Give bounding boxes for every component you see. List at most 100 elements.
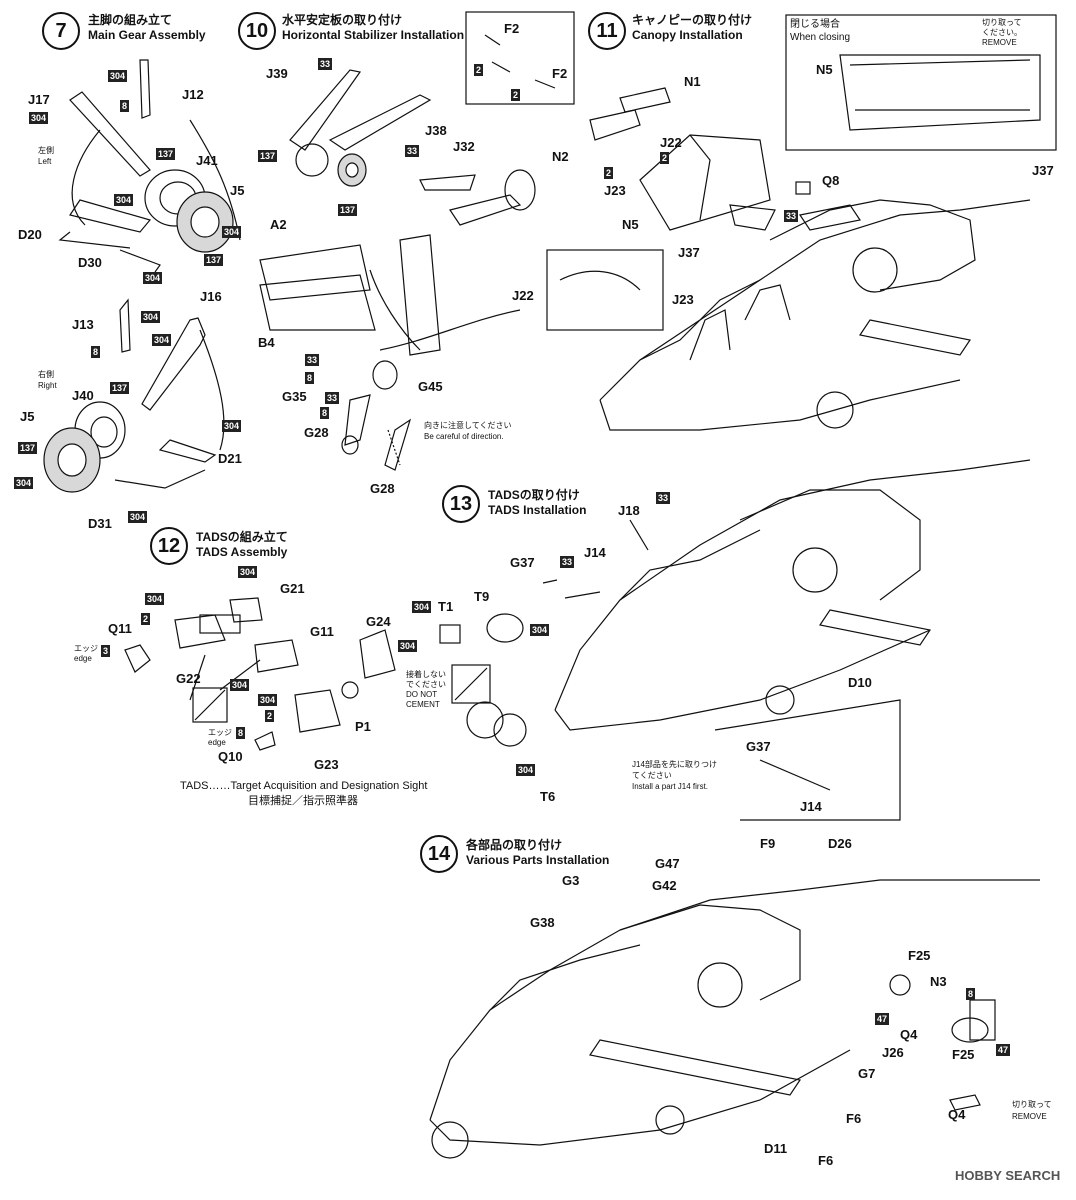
paint-tag: 47 bbox=[996, 1044, 1011, 1056]
closing-note-en: When closing bbox=[790, 32, 851, 43]
part-label: J22 bbox=[660, 135, 682, 150]
no-cement-note-en-1: DO NOT bbox=[406, 690, 438, 699]
part-label: P1 bbox=[355, 719, 371, 734]
part-label: D10 bbox=[848, 675, 872, 690]
step-7-title-ja: 主脚の組み立て bbox=[88, 13, 173, 27]
part-label: D21 bbox=[218, 451, 242, 466]
part-label: G38 bbox=[530, 915, 555, 930]
edge-note-en: edge bbox=[74, 654, 92, 663]
paint-tag: 304 bbox=[29, 112, 49, 124]
paint-tag: 304 bbox=[114, 194, 134, 206]
step-11-title-en: Canopy Installation bbox=[632, 28, 743, 42]
part-label: F2 bbox=[504, 21, 520, 36]
j14-note-ja-1: J14部品を先に取りつけ bbox=[632, 760, 717, 769]
main-gear-right-art bbox=[43, 298, 225, 493]
part-label: G28 bbox=[370, 481, 395, 496]
paint-tag: 304 bbox=[143, 272, 163, 284]
step-7-number: 7 bbox=[42, 12, 80, 50]
step-14-title-ja: 各部品の取り付け bbox=[466, 838, 563, 852]
paint-tag: 8 bbox=[91, 346, 101, 358]
paint-tag: 33 bbox=[405, 145, 420, 157]
part-label: N2 bbox=[552, 149, 569, 164]
part-label: G35 bbox=[282, 389, 307, 404]
part-label: J5 bbox=[20, 409, 35, 424]
part-label: F25 bbox=[952, 1047, 975, 1062]
step-12-title-ja: TADSの組み立て bbox=[196, 530, 288, 544]
part-label: N5 bbox=[622, 217, 639, 232]
step-13-title-ja: TADSの取り付け bbox=[488, 488, 580, 502]
part-label: J41 bbox=[196, 153, 218, 168]
tads-definition: TADS……Target Acquisition and Designation… bbox=[180, 780, 428, 792]
part-label: D26 bbox=[828, 836, 852, 851]
part-label: J37 bbox=[678, 245, 700, 260]
step-10-title-en: Horizontal Stabilizer Installation bbox=[282, 28, 465, 42]
left-side-note-en: Left bbox=[38, 157, 52, 166]
part-label: N1 bbox=[684, 74, 701, 89]
part-label: G45 bbox=[418, 379, 443, 394]
step-13-title-en: TADS Installation bbox=[488, 503, 587, 517]
part-label: Q11 bbox=[108, 621, 132, 636]
step-11-number: 11 bbox=[588, 12, 626, 50]
paint-tag: 33 bbox=[560, 556, 575, 568]
paint-tag: 304 bbox=[14, 477, 34, 489]
left-side-note-ja: 左側 bbox=[38, 146, 54, 155]
tads-definition-ja: 目標捕捉／指示照準器 bbox=[248, 795, 358, 807]
edge-note-en-2: edge bbox=[208, 738, 226, 747]
part-label: D20 bbox=[18, 227, 42, 242]
paint-tag: 137 bbox=[18, 442, 38, 454]
paint-tag: 2 bbox=[474, 64, 484, 76]
direction-note-ja: 向きに注意してください bbox=[424, 421, 512, 430]
paint-tag: 2 bbox=[141, 613, 151, 625]
step-12-number: 12 bbox=[150, 527, 188, 565]
part-label: J22 bbox=[512, 288, 534, 303]
paint-tag: 8 bbox=[236, 727, 246, 739]
paint-tag: 304 bbox=[398, 640, 418, 652]
j14-note-en: Install a part J14 first. bbox=[632, 782, 709, 791]
part-label: F6 bbox=[846, 1111, 862, 1126]
part-label: D30 bbox=[78, 255, 102, 270]
no-cement-note-ja-2: でください bbox=[406, 680, 446, 689]
part-label: J37 bbox=[1032, 163, 1054, 178]
part-label: T6 bbox=[540, 789, 556, 804]
remove-note-en: REMOVE bbox=[982, 38, 1017, 47]
step-10-number: 10 bbox=[238, 12, 276, 50]
helicopter-body-step14-art bbox=[429, 879, 1040, 1159]
part-label: F2 bbox=[552, 66, 568, 81]
tads-assembly-art bbox=[124, 597, 396, 751]
part-label: Q10 bbox=[218, 749, 243, 764]
step-11-title-ja: キャノピーの取り付け bbox=[632, 13, 753, 27]
paint-tag: 8 bbox=[120, 100, 130, 112]
step-13-number: 13 bbox=[442, 485, 480, 523]
part-label: N3 bbox=[930, 974, 947, 989]
part-label: J5 bbox=[230, 183, 245, 198]
paint-tag: 304 bbox=[152, 334, 172, 346]
part-label: J14 bbox=[584, 545, 606, 560]
paint-tag: 304 bbox=[222, 226, 242, 238]
part-label: T1 bbox=[438, 599, 454, 614]
part-label: Q4 bbox=[948, 1107, 966, 1122]
paint-tag: 137 bbox=[204, 254, 224, 266]
part-label: G24 bbox=[366, 614, 391, 629]
paint-tag: 2 bbox=[604, 167, 614, 179]
part-label: J32 bbox=[453, 139, 475, 154]
part-label: J16 bbox=[200, 289, 222, 304]
paint-tag: 8 bbox=[320, 407, 330, 419]
part-label: F9 bbox=[760, 836, 776, 851]
part-label: G42 bbox=[652, 878, 677, 893]
part-label: G28 bbox=[304, 425, 329, 440]
paint-tag: 33 bbox=[784, 210, 799, 222]
paint-tag: 304 bbox=[141, 311, 161, 323]
paint-tag: 304 bbox=[530, 624, 550, 636]
direction-note-en: Be careful of direction. bbox=[424, 432, 504, 441]
part-label: J26 bbox=[882, 1045, 904, 1060]
paint-tag: 304 bbox=[222, 420, 242, 432]
watermark: HOBBY SEARCH bbox=[955, 1168, 1061, 1183]
remove-note-ja-3: 切り取って bbox=[1012, 1100, 1052, 1109]
paint-tag: 8 bbox=[966, 988, 976, 1000]
paint-tag: 304 bbox=[412, 601, 432, 613]
paint-tag: 304 bbox=[516, 764, 536, 776]
part-label: D11 bbox=[764, 1141, 788, 1156]
part-label: J18 bbox=[618, 503, 640, 518]
helicopter-body-step13-art bbox=[439, 459, 1031, 821]
